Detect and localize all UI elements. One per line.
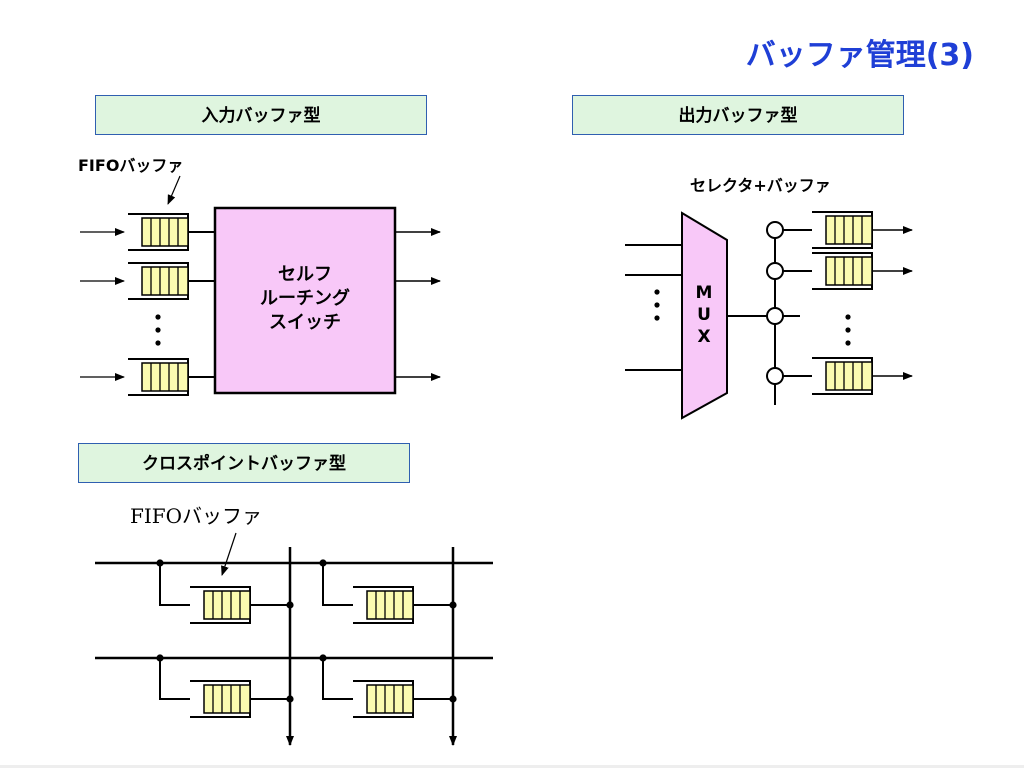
input-fifo-pointer xyxy=(167,175,181,205)
switch-label-line: スイッチ xyxy=(269,312,341,333)
switch-label-line: セルフ xyxy=(278,264,332,285)
fifo-queue-icon xyxy=(812,211,873,249)
mux-block xyxy=(681,211,728,420)
crosspoint-buffer-diagram xyxy=(95,532,493,746)
fifo-queue-icon xyxy=(812,252,873,290)
fifo-queue-icon xyxy=(128,213,189,251)
fifo-queue-icon xyxy=(812,357,873,395)
output-buffer-label: 出力バッファ型 xyxy=(572,95,904,135)
selector-node-icon xyxy=(766,262,784,280)
mux-input-ellipsis-dots xyxy=(654,289,660,321)
crosspoint-cell xyxy=(319,559,457,624)
input-fifo-caption: FIFOバッファ xyxy=(78,156,184,175)
bottom-rule xyxy=(0,765,1024,768)
crosspoint-cell xyxy=(156,559,294,624)
selector-buffer-caption: セレクタ+バッファ xyxy=(690,176,831,195)
selector-node-icon xyxy=(766,367,784,385)
selector-node-icon xyxy=(766,221,784,239)
crosspoint-cell xyxy=(156,654,294,718)
fifo-queue-icon xyxy=(128,262,189,300)
selector-node-icon xyxy=(766,307,784,325)
fifo-queue-icon xyxy=(128,358,189,396)
input-buffer-diagram xyxy=(80,175,441,396)
mux-letter: X xyxy=(697,327,710,347)
crosspoint-cell xyxy=(319,654,457,718)
crosspoint-fifo-caption: FIFOバッファ xyxy=(130,504,263,528)
crosspoint-fifo-pointer xyxy=(221,532,237,576)
output-buffer-diagram xyxy=(625,211,913,420)
slide-title: バッファ管理(3) xyxy=(745,38,974,73)
self-routing-switch-box xyxy=(213,206,397,395)
mux-letter: M xyxy=(696,283,713,303)
self-routing-switch-label: セルフ ルーチング スイッチ xyxy=(215,263,395,335)
mux-letter: U xyxy=(697,305,711,325)
input-buffer-label: 入力バッファ型 xyxy=(95,95,427,135)
input-ellipsis-dots xyxy=(155,314,161,346)
switch-label-line: ルーチング xyxy=(260,288,350,309)
crosspoint-buffer-label: クロスポイントバッファ型 xyxy=(78,443,410,483)
output-ellipsis-dots xyxy=(845,314,851,346)
